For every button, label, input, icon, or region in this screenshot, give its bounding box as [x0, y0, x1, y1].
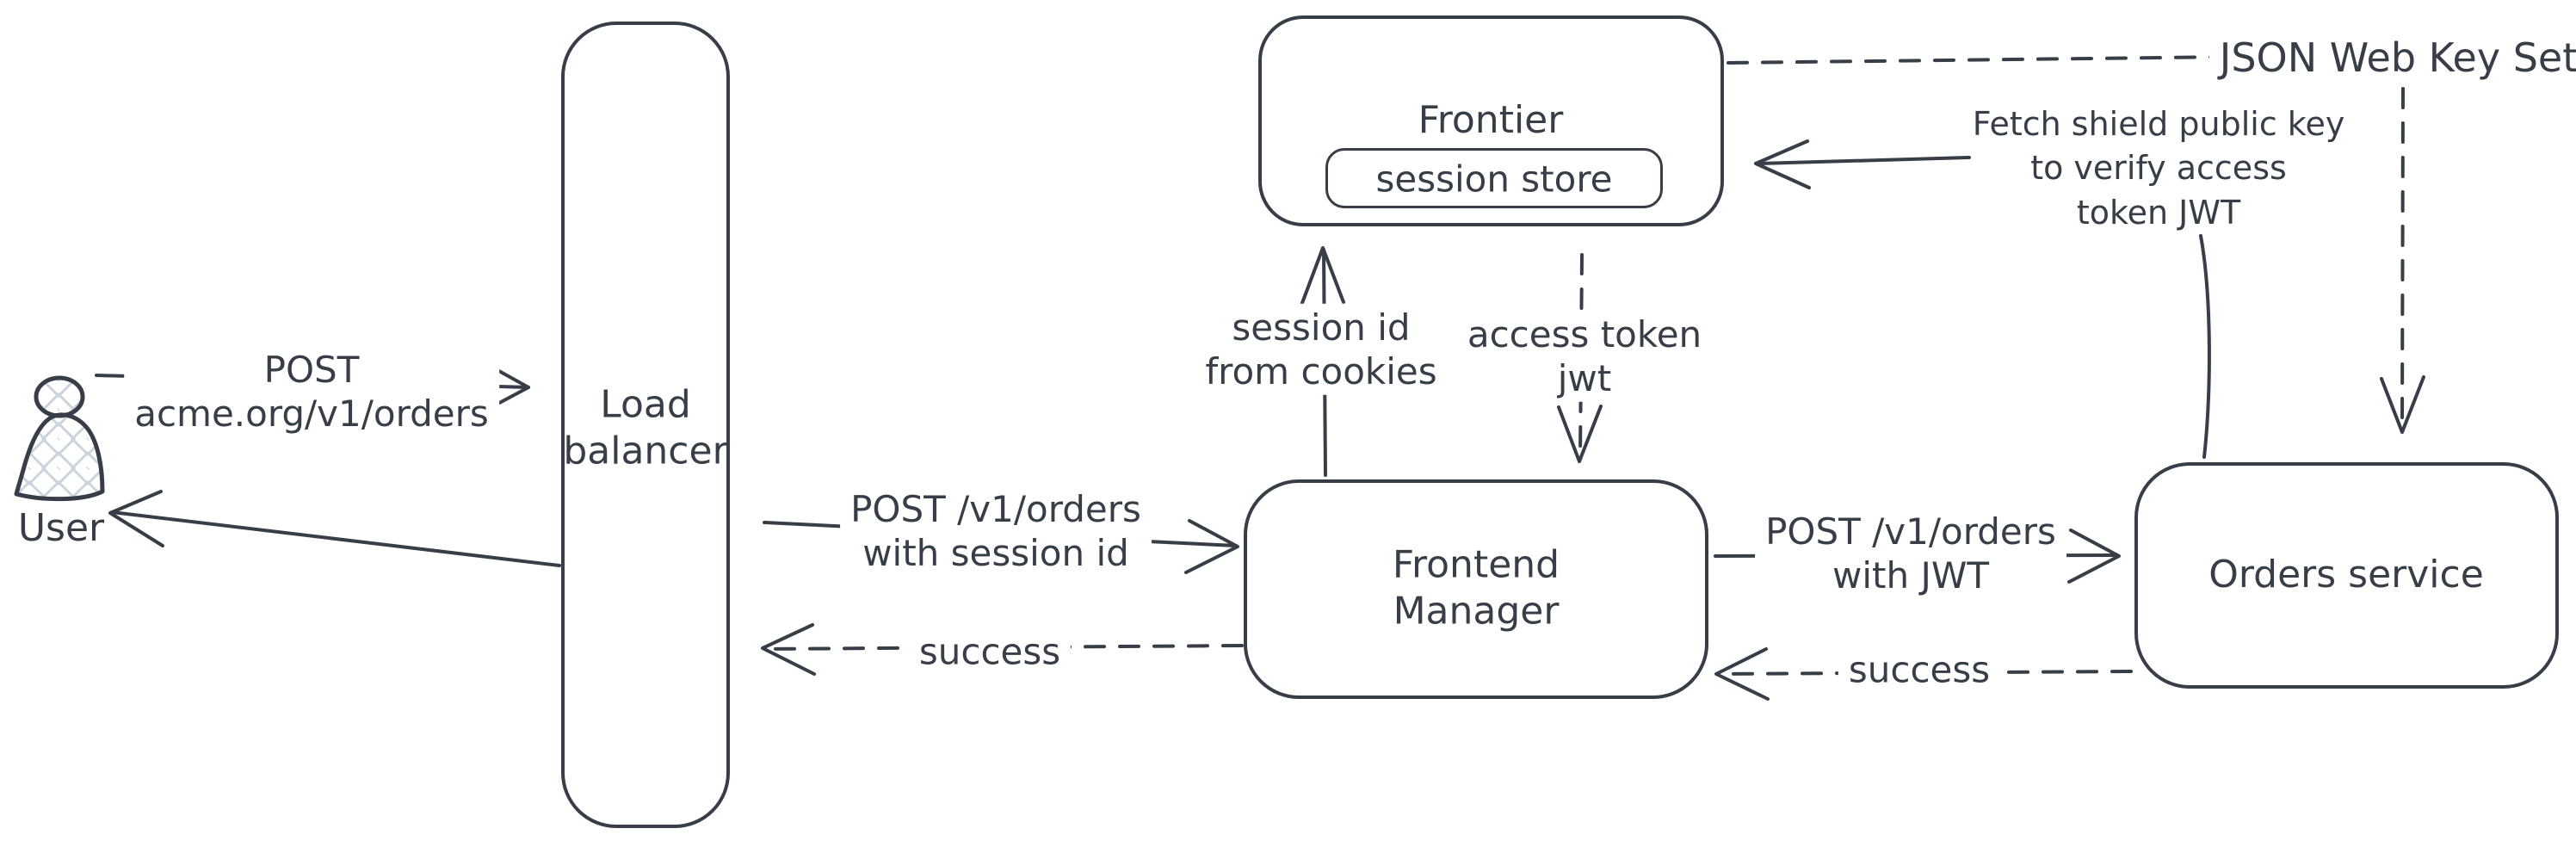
- edge-label-post-acme-line2: acme.org/v1/orders: [134, 393, 489, 435]
- edge-label-fetch-key-line3: token JWT: [2076, 193, 2241, 232]
- load-balancer-label-line2: balancer: [563, 429, 728, 473]
- frontier-label: Frontier: [1418, 98, 1564, 143]
- edge-label-post-jwt: POST /v1/orders with JWT: [1755, 507, 2066, 600]
- edge-label-post-session-id: POST /v1/orders with session id: [840, 485, 1152, 578]
- orders-service-label: Orders service: [2208, 553, 2484, 597]
- load-balancer-label: Load balancer: [563, 381, 727, 473]
- edge-label-post-acme-line1: POST: [263, 348, 360, 391]
- frontend-manager-box: [1244, 479, 1708, 699]
- user-label: User: [17, 506, 105, 551]
- edge-label-session-id-cookies-line2: from cookies: [1205, 350, 1437, 393]
- orders-to-note-curve: [2199, 234, 2211, 459]
- edge-label-fetch-key-line2: to verify access: [2030, 149, 2287, 188]
- fetch-key-arrowhead: [1754, 139, 1811, 189]
- edge-label-post-session-id-line1: POST /v1/orders: [850, 487, 1141, 530]
- lb-to-fm-arrowhead: [1184, 519, 1239, 574]
- load-balancer-label-line1: Load: [600, 382, 691, 427]
- jwks-to-orders-arrowhead: [2380, 375, 2425, 434]
- edge-label-post-session-id-line2: with session id: [862, 532, 1129, 574]
- edge-label-success-left: success: [908, 628, 1072, 676]
- edge-label-access-token-jwt: access token jwt: [1456, 310, 1713, 403]
- frontend-manager-label: Frontend Manager: [1393, 541, 1560, 634]
- fm-to-frontier-arrowhead: [1300, 246, 1345, 305]
- edge-label-access-token-jwt-line1: access token: [1467, 312, 1702, 355]
- edge-label-session-id-cookies: session id from cookies: [1195, 303, 1448, 396]
- user-head: [34, 375, 85, 418]
- edge-label-success-right: success: [1838, 646, 2001, 694]
- lb-to-user-arrowhead: [108, 490, 164, 547]
- fm-to-lb-dashed-line: [763, 644, 1244, 651]
- edge-label-post-jwt-line2: with JWT: [1832, 554, 1990, 597]
- edge-label-jwks: JSON Web Key Set: [2208, 31, 2576, 84]
- session-store-box: [1325, 148, 1663, 208]
- edge-label-fetch-key: Fetch shield public key to verify access…: [1973, 102, 2345, 235]
- fm-to-lb-arrowhead: [761, 623, 816, 676]
- orders-service-box: [2134, 462, 2559, 689]
- lb-to-user-arrow-line: [110, 510, 561, 567]
- edge-label-fetch-key-line1: Fetch shield public key: [1972, 105, 2345, 144]
- orders-to-fm-arrowhead: [1714, 647, 1770, 701]
- frontier-to-jwks-dashed-line: [1727, 55, 2233, 65]
- edge-label-access-token-jwt-line2: jwt: [1557, 357, 1612, 399]
- frontier-to-fm-arrowhead: [1557, 405, 1603, 463]
- jwks-to-orders-dashed-line: [2400, 87, 2405, 432]
- fetch-key-arrow-line: [1757, 156, 1971, 165]
- user-body: [14, 412, 105, 502]
- fm-to-orders-arrowhead: [2067, 529, 2121, 584]
- edge-label-post-acme: POST acme.org/v1/orders: [124, 345, 499, 438]
- session-store-label: session store: [1375, 158, 1613, 201]
- frontend-manager-label-line1: Frontend: [1392, 542, 1560, 587]
- edge-label-post-jwt-line1: POST /v1/orders: [1765, 510, 2056, 553]
- user-icon: [14, 375, 105, 502]
- load-balancer-box: [561, 22, 730, 828]
- edge-label-session-id-cookies-line1: session id: [1232, 306, 1411, 349]
- frontend-manager-label-line2: Manager: [1393, 589, 1560, 633]
